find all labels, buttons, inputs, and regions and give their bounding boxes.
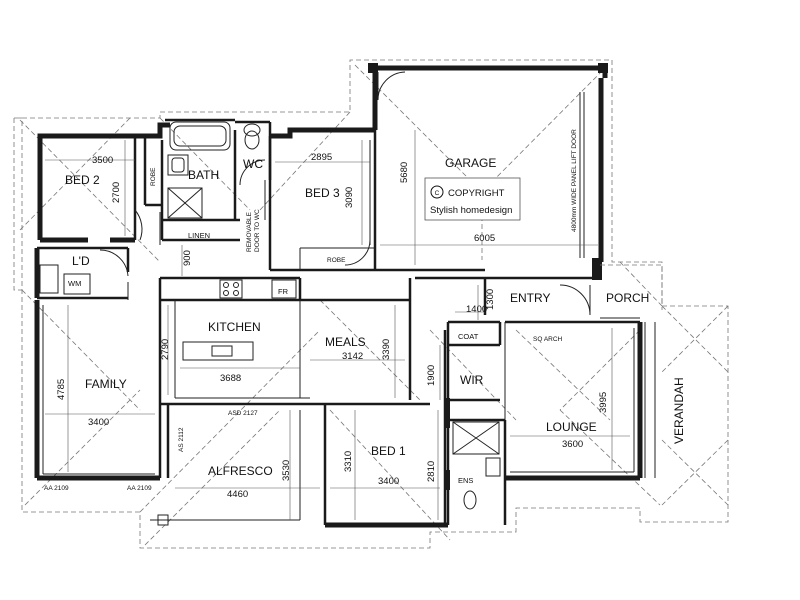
dim-kitchen-depth: 2790 bbox=[160, 339, 171, 360]
dim-alfresco-width: 4460 bbox=[227, 489, 248, 500]
label-robe-bed2: ROBE bbox=[150, 167, 157, 186]
dim-meals-width: 3142 bbox=[342, 351, 363, 362]
label-kitchen: KITCHEN bbox=[208, 320, 261, 334]
label-wm: WM bbox=[68, 279, 81, 288]
label-ens: ENS bbox=[458, 476, 473, 485]
label-bed1: BED 1 bbox=[371, 444, 406, 458]
sq-arch-note: SQ ARCH bbox=[533, 336, 563, 343]
copyright-symbol: C bbox=[435, 190, 440, 197]
copyright-block: C COPYRIGHT Stylish homedesign bbox=[424, 177, 521, 221]
label-garage: GARAGE bbox=[445, 156, 496, 170]
label-laundry: L'D bbox=[72, 254, 90, 268]
door-window-annotations: REMOVABLE DOOR TO WC SQ ARCH 4800mm WIDE… bbox=[44, 129, 578, 492]
label-bed3: BED 3 bbox=[305, 186, 340, 200]
dim-bed3-depth: 3090 bbox=[344, 187, 355, 208]
dim-family-width: 3400 bbox=[88, 417, 109, 428]
label-entry: ENTRY bbox=[510, 291, 550, 305]
entry-walls bbox=[446, 278, 591, 525]
aa-left-note: AA 2109 bbox=[44, 485, 69, 492]
dim-lounge-width: 3600 bbox=[562, 439, 583, 450]
dim-bed1-depth: 3310 bbox=[343, 451, 354, 472]
dim-bed2-width: 3500 bbox=[92, 155, 113, 166]
dim-bed3-width: 2895 bbox=[311, 152, 332, 163]
laundry-walls bbox=[34, 246, 130, 300]
garage-walls bbox=[368, 63, 608, 280]
core-walls bbox=[158, 276, 485, 400]
dim-wir-depth: 1900 bbox=[426, 365, 437, 386]
dimension-lines bbox=[45, 130, 630, 520]
label-coat: COAT bbox=[458, 332, 479, 341]
porch-verandah bbox=[600, 264, 663, 478]
removable-door-note-2: DOOR TO WC bbox=[254, 209, 261, 252]
label-alfresco: ALFRESCO bbox=[208, 464, 273, 478]
copyright-label: COPYRIGHT bbox=[448, 188, 505, 199]
designer-label: Stylish homedesign bbox=[430, 205, 512, 216]
dim-family-depth: 4785 bbox=[56, 379, 67, 400]
dim-kitchen-width: 3688 bbox=[220, 373, 241, 384]
dim-entry-depth: 1300 bbox=[485, 289, 496, 310]
label-porch: PORCH bbox=[606, 291, 649, 305]
dimension-labels: 3500 2700 2895 3090 5680 6005 900 2790 3… bbox=[56, 152, 609, 500]
room-labels: BED 2 BATH WC BED 3 GARAGE LINEN L'D WM … bbox=[65, 156, 686, 485]
dim-alfresco-depth: 3530 bbox=[281, 460, 292, 481]
label-wir: WIR bbox=[460, 373, 484, 387]
wc-walls bbox=[235, 120, 272, 220]
aa-right-note: AA 2109 bbox=[127, 485, 152, 492]
alfresco-bed1-walls bbox=[150, 330, 448, 528]
label-verandah: VERANDAH bbox=[672, 377, 686, 444]
label-meals: MEALS bbox=[325, 335, 366, 349]
label-robe-bed3: ROBE bbox=[327, 257, 346, 264]
dim-bed2-depth: 2700 bbox=[111, 182, 122, 203]
as-note: AS 2112 bbox=[178, 427, 185, 452]
label-wc: WC bbox=[243, 157, 263, 171]
removable-door-note: REMOVABLE bbox=[246, 211, 253, 252]
label-bed2: BED 2 bbox=[65, 173, 100, 187]
dim-linen-gap: 900 bbox=[182, 250, 193, 266]
dim-garage-depth: 5680 bbox=[399, 162, 410, 183]
bed2-wing-walls bbox=[37, 118, 240, 245]
dim-bed1-width: 3400 bbox=[378, 476, 399, 487]
label-linen: LINEN bbox=[188, 231, 210, 240]
label-bath: BATH bbox=[188, 168, 219, 182]
label-lounge: LOUNGE bbox=[546, 420, 597, 434]
asd-note: ASD 2127 bbox=[228, 410, 258, 417]
lounge-walls bbox=[485, 276, 643, 481]
bed3-walls bbox=[268, 127, 375, 272]
dim-meals-depth: 3390 bbox=[381, 339, 392, 360]
label-family: FAMILY bbox=[85, 377, 127, 391]
lift-door-note: 4800mm WIDE PANEL LIFT DOOR bbox=[571, 129, 578, 232]
label-fr: FR bbox=[278, 287, 289, 296]
dim-entry-width: 1400 bbox=[466, 304, 487, 315]
family-walls bbox=[34, 300, 162, 481]
dim-ens-depth: 2810 bbox=[426, 461, 437, 482]
dim-garage-width: 6005 bbox=[474, 233, 495, 244]
dim-lounge-depth: 3995 bbox=[598, 392, 609, 413]
